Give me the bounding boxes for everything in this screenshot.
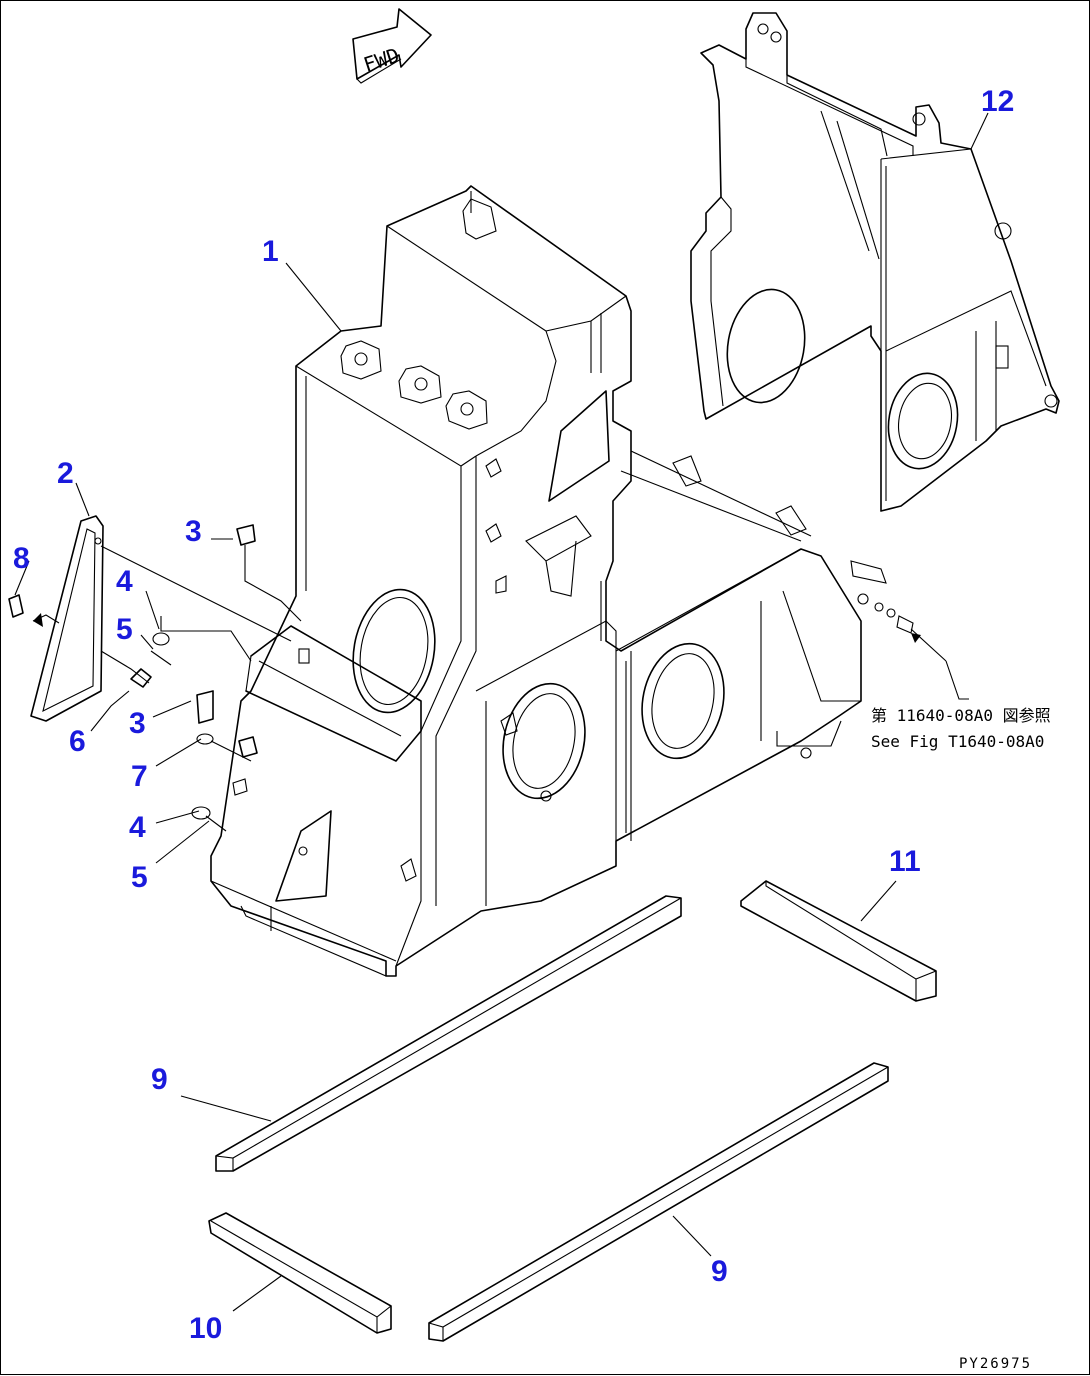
callout-6: 6: [69, 725, 86, 758]
callout-3-lower: 3: [129, 707, 146, 740]
callout-4-lower: 4: [129, 811, 146, 844]
fwd-label: FWD: [360, 43, 402, 77]
callout-9-upper: 9: [151, 1063, 168, 1096]
timber-part-9-upper: [215, 895, 682, 1172]
leader-lines: [14, 112, 989, 1312]
reference-note: 第 11640-08A0 図参照 See Fig T1640-08A0: [871, 706, 1051, 751]
small-fasteners: [8, 524, 310, 832]
callout-9-lower: 9: [711, 1255, 728, 1288]
rear-plate-part-12: [690, 12, 1060, 512]
callout-labels: 1 2 3 3 4 4 5 5 6 7 8 9 9 10 11 12: [13, 85, 1014, 1345]
fwd-arrow-icon: FWD: [352, 8, 432, 84]
callout-4-upper: 4: [116, 565, 133, 598]
callout-5-upper: 5: [116, 613, 133, 646]
callout-1: 1: [262, 235, 279, 268]
timber-part-10: [208, 1212, 392, 1334]
callout-7: 7: [131, 760, 148, 793]
frame-fasteners: [850, 560, 969, 700]
timber-part-9-lower: [428, 1062, 889, 1342]
reference-note-en: See Fig T1640-08A0: [871, 732, 1044, 751]
drawing-id: PY26975: [959, 1356, 1032, 1372]
main-frame-part-1: [210, 185, 862, 977]
callout-10: 10: [189, 1312, 222, 1345]
reference-note-jp: 第 11640-08A0 図参照: [871, 706, 1051, 725]
callout-5-lower: 5: [131, 861, 148, 894]
callout-2: 2: [57, 457, 74, 490]
callout-11: 11: [889, 845, 921, 878]
side-plate-part-2: [30, 515, 292, 722]
callout-8: 8: [13, 542, 30, 575]
callout-12: 12: [981, 85, 1014, 118]
timber-part-11: [740, 880, 937, 1002]
callout-3-upper: 3: [185, 515, 202, 548]
